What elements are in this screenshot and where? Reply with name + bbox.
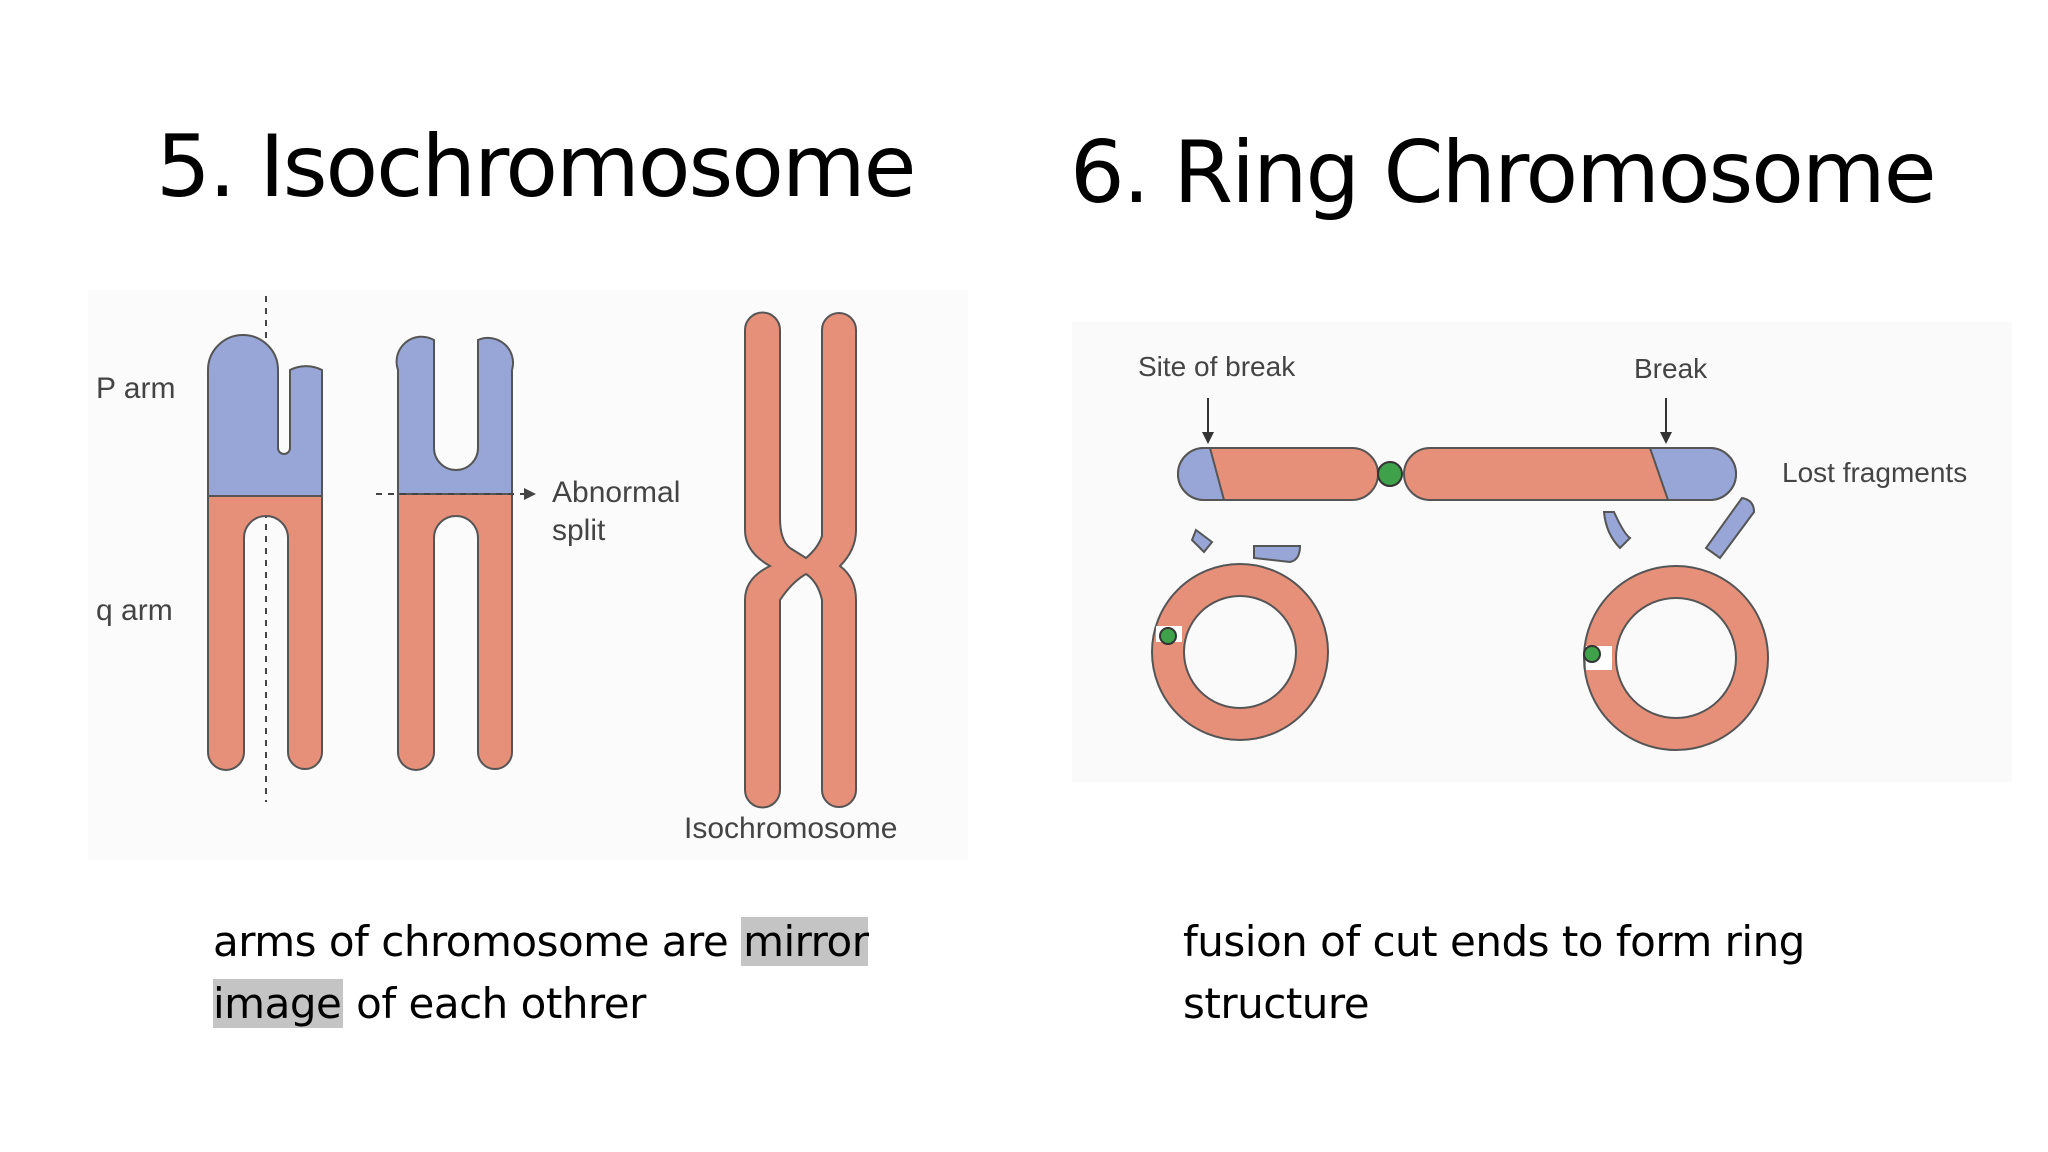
arrow-icon: [1660, 432, 1672, 444]
linear-chromosome: [1177, 447, 1737, 501]
q-arm-shape: [207, 495, 323, 771]
isochromosome: [744, 311, 857, 809]
break-label: Break: [1634, 353, 1708, 384]
ring-chromosome-title: 6. Ring Chromosome: [1070, 123, 1937, 223]
arrow-icon: [524, 488, 536, 500]
centromere: [1377, 461, 1403, 487]
isochromosome-label: Isochromosome: [684, 812, 897, 845]
lost-fragments-label: Lost fragments: [1782, 457, 1967, 488]
isochromosome-title: 5. Isochromosome: [156, 117, 917, 217]
p-arm-label: P arm: [96, 372, 175, 405]
isochromosome-description: arms of chromosome are mirror image of e…: [213, 911, 993, 1035]
description-text: arms of chromosome are: [213, 917, 742, 966]
dividing-chromosome: [376, 335, 536, 771]
abnormal-split-label: Abnormal: [552, 476, 680, 509]
p-arm-shape: [207, 334, 323, 497]
site-of-break-label: Site of break: [1138, 351, 1296, 382]
normal-chromosome: [207, 334, 323, 771]
ring-chromosome-right: [1583, 496, 1769, 751]
split-label: split: [552, 514, 606, 547]
ring-chromosome-description: fusion of cut ends to form ring structur…: [1183, 917, 1805, 1028]
arrow-icon: [1202, 432, 1214, 444]
description-text: of each othrer: [343, 979, 646, 1028]
ring-chromosome-left: [1151, 528, 1329, 741]
q-arm-label: q arm: [96, 594, 173, 627]
